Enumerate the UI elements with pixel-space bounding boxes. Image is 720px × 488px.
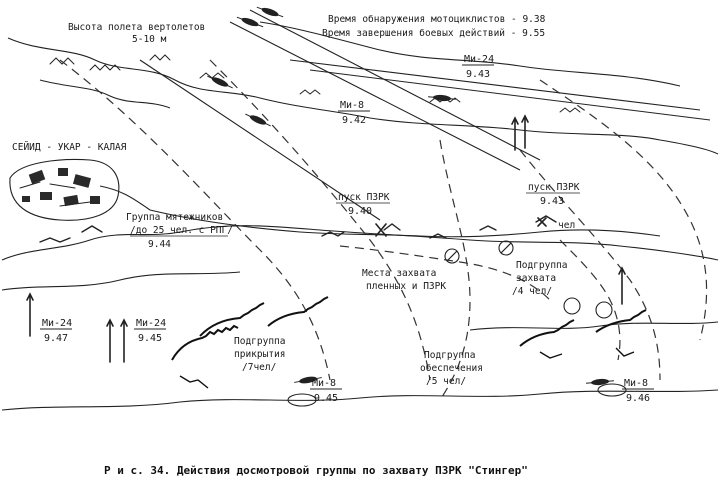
helicopter-type: Ми-24 <box>464 54 494 65</box>
detection-time: Время обнаружения мотоциклистов - 9.38 <box>328 14 546 25</box>
helicopter-label-3: Ми-24 9.47 <box>40 318 72 344</box>
helicopter-icon-3 <box>207 75 233 89</box>
terrain-lines <box>1 21 719 411</box>
helicopter-type: Ми-24 <box>42 318 72 329</box>
helicopter-label-2: Ми-8 9.42 <box>338 100 370 126</box>
manpads-launch-2-time: 9.43 <box>540 196 564 207</box>
helicopter-time: 9.47 <box>44 333 68 344</box>
rebel-group-time: 9.44 <box>148 239 171 250</box>
helicopter-time: 9.42 <box>342 115 366 126</box>
manpads-launch-1-time: 9.40 <box>348 206 372 217</box>
helicopter-time: 9.46 <box>626 393 650 404</box>
helicopter-time: 9.45 <box>138 333 162 344</box>
support-subgroup-line1: Подгруппа <box>424 350 475 361</box>
helicopter-icon-1 <box>236 16 264 28</box>
manpads-launch-1-label: пуск ПЗРК <box>338 192 390 203</box>
cover-subgroup-line1: Подгруппа <box>234 336 285 347</box>
combatant-symbols <box>39 215 557 243</box>
figure-caption: Р и с. 34. Действия досмотровой группы п… <box>104 464 528 477</box>
helicopter-icon-6 <box>294 376 322 384</box>
capture-subgroup-line3: /4 чел/ <box>512 286 552 297</box>
helicopter-icon-7 <box>586 378 614 386</box>
helicopter-type: Ми-24 <box>136 318 166 329</box>
helicopter-label-5: Ми-8 9.45 <box>310 378 342 404</box>
capture-place-line1: Места захвата <box>362 268 436 279</box>
support-subgroup-line3: /5 чел/ <box>426 376 466 387</box>
other-marking: чел <box>558 220 575 231</box>
capture-subgroup-line1: Подгруппа <box>516 260 567 271</box>
village-area <box>9 159 120 221</box>
capture-place-line2: пленных и ПЗРК <box>366 281 446 292</box>
helicopter-icon-4 <box>245 113 271 127</box>
rebel-group-line1: Группа мятежников <box>126 212 223 223</box>
manpads-launch-2-label: пуск ПЗРК <box>528 182 580 193</box>
capture-subgroup-line2: захвата <box>516 273 556 284</box>
missile-markers <box>26 114 626 363</box>
rebel-group-line2: /до 25 чел. с РПГ/ <box>130 225 233 236</box>
helicopter-icon-5 <box>428 94 456 102</box>
flight-paths <box>139 9 711 221</box>
road-line <box>99 185 661 238</box>
subgroup-positions <box>171 296 647 389</box>
helicopter-label-4: Ми-24 9.45 <box>134 318 166 344</box>
combat-end-time: Время завершения боевых действий - 9.55 <box>322 28 545 39</box>
helicopter-altitude-title: Высота полета вертолетов <box>68 22 205 33</box>
cover-subgroup-line2: прикрытия <box>234 349 285 360</box>
helicopter-symbols <box>207 6 614 386</box>
cover-subgroup-line3: /7чел/ <box>242 362 276 373</box>
dashed-routes <box>59 59 708 401</box>
helicopter-time: 9.43 <box>466 69 490 80</box>
helicopter-type: Ми-8 <box>340 100 364 111</box>
helicopter-icon-2 <box>256 6 284 18</box>
village-name: СЕЙИД - УКАР - КАЛАЯ <box>12 141 127 153</box>
helicopter-time: 9.45 <box>314 393 338 404</box>
support-subgroup-line2: обеспечения <box>420 363 483 374</box>
helicopter-label-1: Ми-24 9.43 <box>462 54 494 80</box>
capture-markers <box>287 240 627 407</box>
helicopter-label-6: Ми-8 9.46 <box>622 378 654 404</box>
helicopter-type: Ми-8 <box>624 378 648 389</box>
helicopter-altitude-value: 5-10 м <box>132 34 167 45</box>
helicopter-type: Ми-8 <box>312 378 336 389</box>
